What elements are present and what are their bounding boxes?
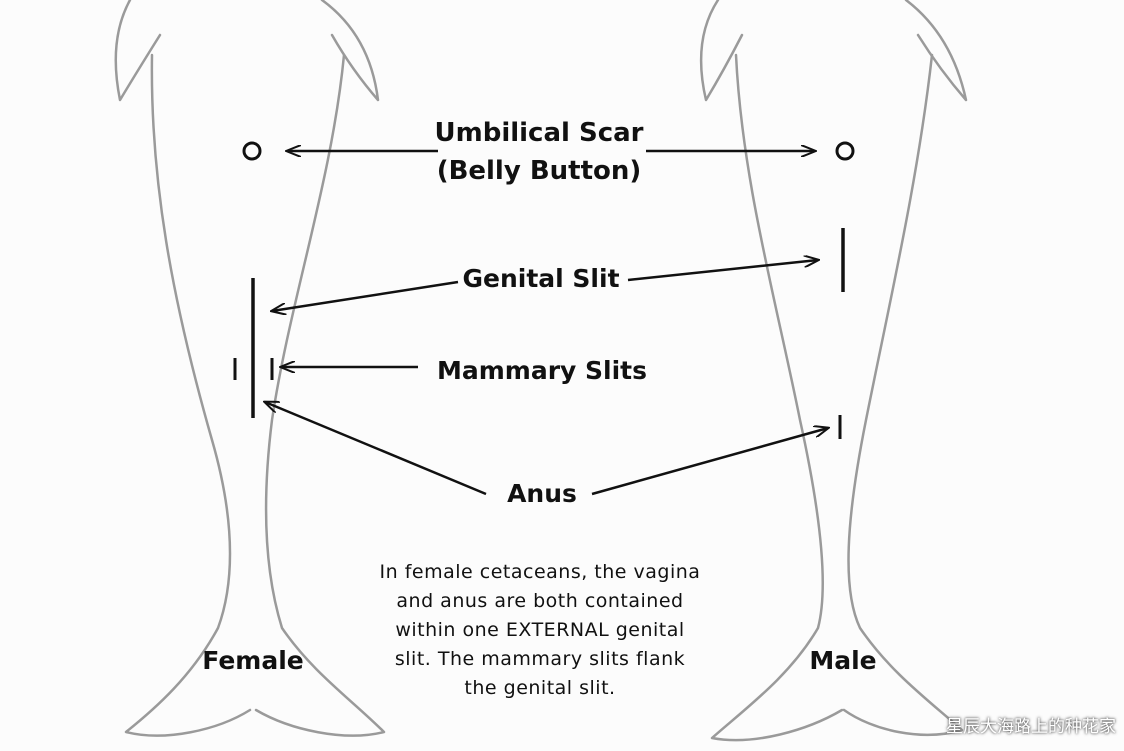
arrow-genital-female bbox=[272, 280, 459, 311]
arrow-anus-male bbox=[591, 428, 828, 496]
male-right-flipper bbox=[904, 0, 968, 102]
female-right-flipper bbox=[320, 0, 380, 102]
umbilical-label-line2: (Belly Button) bbox=[436, 156, 642, 186]
anus-label: Anus bbox=[507, 479, 577, 508]
female-right-edge bbox=[254, 53, 386, 737]
genital-slit-label: Genital Slit bbox=[462, 264, 620, 293]
caption-line: within one EXTERNAL genital bbox=[395, 619, 685, 641]
caption-line: and anus are both contained bbox=[396, 590, 684, 612]
male-left-flipper bbox=[699, 0, 744, 102]
caption-line: the genital slit. bbox=[464, 677, 616, 699]
umbilical-label-line1: Umbilical Scar bbox=[434, 118, 644, 148]
female-label: Female bbox=[202, 646, 304, 675]
caption: In female cetaceans, the vagina and anus… bbox=[330, 558, 750, 703]
caption-line: In female cetaceans, the vagina bbox=[379, 561, 701, 583]
male-body-outline bbox=[699, 0, 968, 742]
arrow-anus-female bbox=[265, 402, 487, 496]
female-umbilical-scar bbox=[242, 141, 262, 161]
umbilical-scar-label: Umbilical Scar (Belly Button) bbox=[388, 114, 690, 190]
female-body-outline bbox=[114, 0, 386, 737]
female-left-edge bbox=[124, 53, 252, 737]
male-umbilical-scar bbox=[835, 141, 855, 161]
male-left-edge bbox=[710, 53, 844, 742]
female-left-flipper bbox=[114, 0, 162, 102]
male-right-edge bbox=[842, 53, 964, 736]
arrows bbox=[265, 151, 828, 496]
male-label: Male bbox=[809, 646, 877, 675]
watermark: 星辰大海路上的种花家 bbox=[946, 717, 1116, 737]
mammary-slits-label: Mammary Slits bbox=[436, 356, 648, 385]
arrow-genital-male bbox=[627, 260, 818, 282]
caption-line: slit. The mammary slits flank bbox=[394, 648, 686, 670]
